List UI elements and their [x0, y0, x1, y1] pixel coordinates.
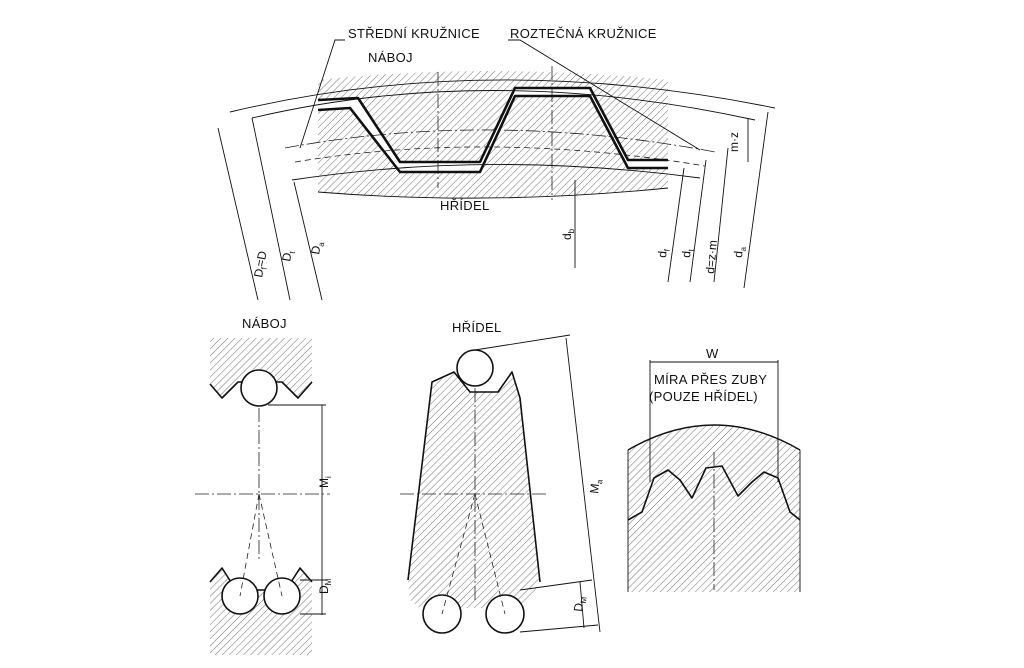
shaft-body-hatch: [408, 372, 540, 608]
label-mira-line1: MÍRA PŘES ZUBY: [654, 372, 767, 387]
hub-outer-arc: [229, 79, 776, 113]
top-profile-section: STŘEDNÍ KRUŽNICE ROZTEČNÁ KRUŽNICE NÁBOJ…: [217, 26, 776, 301]
shaft-measurement-section: HŘÍDEL Ma DM: [400, 320, 605, 634]
span-measurement-section: W MÍRA PŘES ZUBY (POUZE HŘÍDEL): [627, 346, 801, 592]
shaft-ray-right: [474, 493, 506, 615]
dim-label-da: da: [731, 245, 748, 258]
dim-label-Mi: Mi: [317, 476, 333, 488]
hub-block-bottom: [210, 568, 312, 655]
hub-ray-right: [258, 493, 283, 597]
label-hridel-top: HŘÍDEL: [440, 198, 489, 213]
label-stredni-kruznice: STŘEDNÍ KRUŽNICE: [348, 26, 480, 41]
dim-label-Ma: Ma: [587, 478, 604, 495]
dim-line-DM-mid: [579, 581, 585, 629]
shaft-profile: [317, 94, 668, 174]
dim-line-da: [743, 111, 769, 289]
hub-measurement-section: NÁBOJ Mi DM: [195, 316, 333, 655]
hub-bottom-profile: [209, 567, 313, 591]
shaft-outer-arc: [317, 187, 669, 199]
label-w: W: [706, 346, 719, 361]
dim-line-DfD: [217, 127, 259, 301]
dim-label-dt: dt: [679, 247, 696, 258]
dim-label-Dt: Dt: [279, 249, 297, 263]
measuring-ball-top: [240, 369, 278, 407]
dim-label-df: df: [655, 247, 672, 258]
shaft-profile: [407, 371, 541, 583]
ext-line-ma-top: [474, 334, 571, 351]
hub-block-top: [210, 338, 312, 398]
dim-line-dt: [689, 159, 707, 283]
label-roztecna-kruznice: ROZTEČNÁ KRUŽNICE: [510, 26, 657, 41]
ext-line-dm-mid-bottom: [519, 624, 599, 633]
shaft-ray-left: [441, 493, 476, 615]
dim-line-Ma: [565, 337, 601, 633]
dim-line-df: [667, 167, 685, 283]
hub-profile: [317, 86, 668, 164]
dim-line-Dt: [251, 117, 291, 301]
dim-line-Da: [293, 181, 323, 301]
label-naboj-top: NÁBOJ: [368, 50, 413, 65]
mean-circle: [294, 146, 706, 167]
gear-outer-arc: [627, 424, 801, 451]
label-naboj-bottom: NÁBOJ: [242, 316, 287, 331]
gear-teeth-profile: [627, 465, 801, 521]
dim-line-dzm: [713, 147, 729, 283]
hub-ray-left: [239, 493, 260, 597]
label-mira-line2: (POUZE HŘÍDEL): [649, 389, 758, 404]
arc-root: [291, 164, 701, 181]
dim-label-Da: Da: [308, 240, 326, 256]
label-hridel-bottom: HŘÍDEL: [452, 320, 501, 335]
dim-label-DM-mid: DM: [571, 595, 589, 612]
dim-label-DM-left: DM: [317, 578, 333, 594]
dim-label-dzm: d=z·m: [703, 239, 720, 274]
shaft-ball-top: [456, 349, 494, 387]
arc-2: [251, 90, 756, 121]
leader-roztecna: [508, 39, 701, 151]
dim-label-db: db: [560, 228, 576, 240]
dim-label-mz: m·z: [727, 132, 741, 152]
ext-line-dm-mid-top: [519, 579, 593, 591]
leader-stredni: [299, 39, 345, 149]
dim-label-DfD: Df=D: [251, 250, 271, 279]
